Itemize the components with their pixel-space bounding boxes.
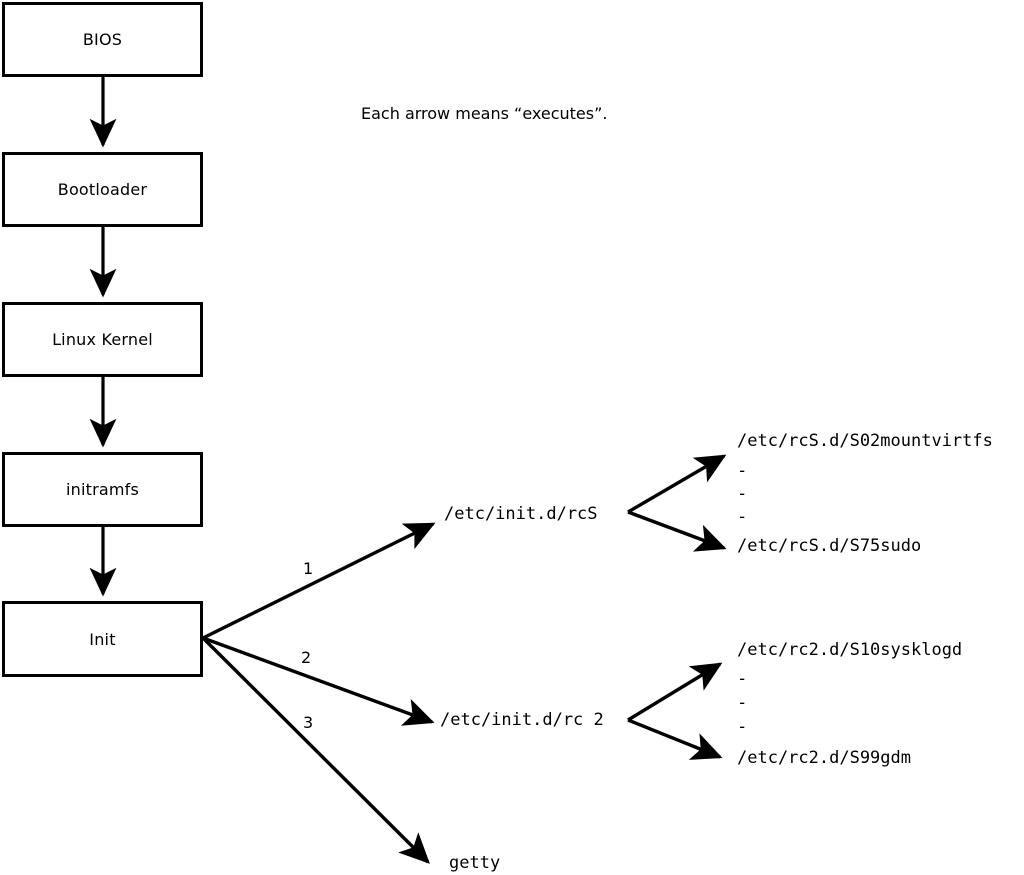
edge-number-3: 3 <box>303 713 314 732</box>
stage-box-bootloader[interactable]: Bootloader <box>2 152 203 227</box>
stage-box-init[interactable]: Init <box>2 601 203 677</box>
stage-label: BIOS <box>82 30 123 49</box>
edge-number-2: 2 <box>301 648 312 667</box>
script-label-rc2-s99gdm[interactable]: /etc/rc2.d/S99gdm <box>737 748 911 768</box>
script-label-rcS[interactable]: /etc/init.d/rcS <box>444 504 598 524</box>
ellipsis-dash: - <box>737 717 748 737</box>
edge-number-1: 1 <box>303 559 314 578</box>
arrow-rcS-to-s75sudo <box>627 510 727 552</box>
ellipsis-dash: - <box>737 507 748 527</box>
arrow-init-to-rcS <box>202 522 436 640</box>
arrow-rcS-to-s02mountvirtfs <box>627 454 727 514</box>
stage-box-bios[interactable]: BIOS <box>2 2 203 77</box>
diagram-caption: Each arrow means “executes”. <box>361 104 608 123</box>
stage-box-linux-kernel[interactable]: Linux Kernel <box>2 302 203 377</box>
ellipsis-dash: - <box>737 669 748 689</box>
stage-label: initramfs <box>65 480 140 499</box>
ellipsis-dash: - <box>737 693 748 713</box>
script-label-rcS-s02mountvirtfs[interactable]: /etc/rcS.d/S02mountvirtfs <box>737 431 993 451</box>
stage-box-initramfs[interactable]: initramfs <box>2 452 203 527</box>
stage-label: Bootloader <box>57 180 148 199</box>
ellipsis-dash: - <box>737 484 748 504</box>
arrow-init-to-getty <box>201 636 430 864</box>
stage-label: Linux Kernel <box>52 330 153 349</box>
script-label-rc2-s10sysklogd[interactable]: /etc/rc2.d/S10sysklogd <box>737 640 963 660</box>
script-label-rcS-s75sudo[interactable]: /etc/rcS.d/S75sudo <box>737 536 922 556</box>
script-label-getty[interactable]: getty <box>449 853 501 873</box>
script-label-rc2[interactable]: /etc/init.d/rc 2 <box>440 710 604 730</box>
ellipsis-dash: - <box>737 461 748 481</box>
arrow-init-to-rc2 <box>202 636 435 726</box>
stage-label: Init <box>89 629 116 649</box>
arrow-rc2-to-s99gdm <box>627 718 723 760</box>
arrow-rc2-to-s10sysklogd <box>627 662 723 722</box>
